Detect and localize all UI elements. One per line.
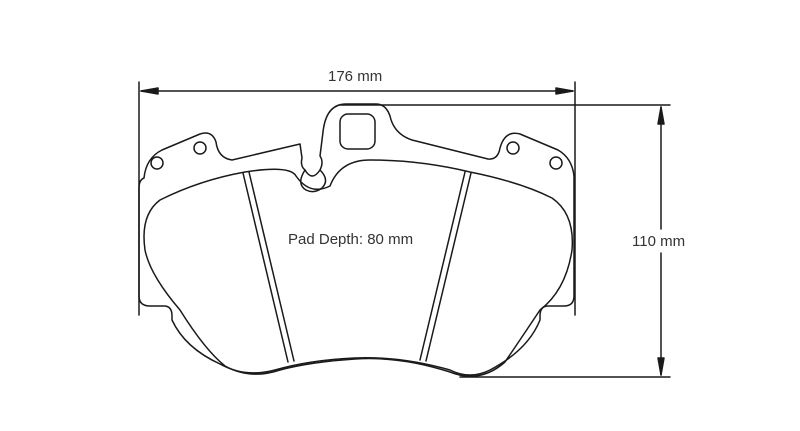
width-dimension-label: 176 mm: [328, 68, 383, 85]
friction-material-outline: [143, 159, 574, 377]
mounting-hole-right-inner: [506, 141, 520, 155]
height-dimension-label: 110 mm: [632, 231, 686, 252]
pad-depth-label: Pad Depth: 80 mm: [288, 231, 414, 248]
height-dimension-line: [339, 104, 671, 378]
backing-plate-outline: [138, 103, 575, 376]
wear-slot-left: [242, 171, 295, 363]
wear-slot-right: [419, 171, 472, 362]
square-mounting-hole: [339, 113, 376, 150]
mounting-hole-left-outer: [150, 156, 164, 170]
width-dimension-line: [138, 81, 576, 316]
mounting-hole-right-outer: [549, 156, 563, 170]
mounting-hole-left-inner: [193, 141, 207, 155]
